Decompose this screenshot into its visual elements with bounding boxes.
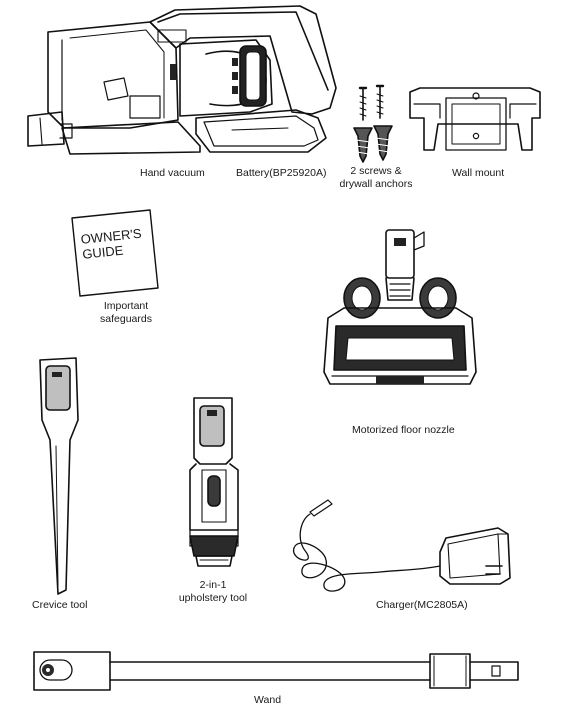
label-crevice-tool: Crevice tool	[32, 599, 88, 611]
wall-mount-drawing	[409, 87, 541, 151]
upholstery-tool-drawing	[189, 397, 239, 567]
label-important-safeguards: Important safeguards	[94, 300, 158, 326]
label-screws-line2: drywall anchors	[339, 178, 413, 190]
crevice-tool-drawing	[39, 357, 79, 595]
screws-and-anchors-drawing	[353, 84, 393, 163]
label-upholstery-line1: 2-in-1	[199, 579, 227, 591]
label-charger: Charger(MC2805A)	[376, 599, 468, 611]
hand-vacuum-drawing	[27, 5, 337, 155]
label-wand: Wand	[254, 694, 282, 706]
label-battery: Battery(BP25920A)	[236, 167, 327, 179]
label-screws-anchors: 2 screws & drywall anchors	[334, 165, 418, 191]
label-upholstery-tool: 2-in-1 upholstery tool	[170, 579, 256, 605]
floor-nozzle-drawing	[323, 229, 477, 385]
label-guide-line2: safeguards	[100, 313, 152, 325]
charger-drawing	[293, 499, 511, 592]
wand-drawing	[33, 651, 519, 691]
label-wall-mount: Wall mount	[452, 167, 505, 179]
label-guide-line1: Important	[103, 300, 149, 312]
label-upholstery-line2: upholstery tool	[178, 592, 248, 604]
label-floor-nozzle: Motorized floor nozzle	[352, 424, 455, 436]
label-screws-line1: 2 screws &	[350, 165, 402, 177]
label-hand-vacuum: Hand vacuum	[140, 167, 205, 179]
owners-guide-drawing	[71, 209, 159, 297]
